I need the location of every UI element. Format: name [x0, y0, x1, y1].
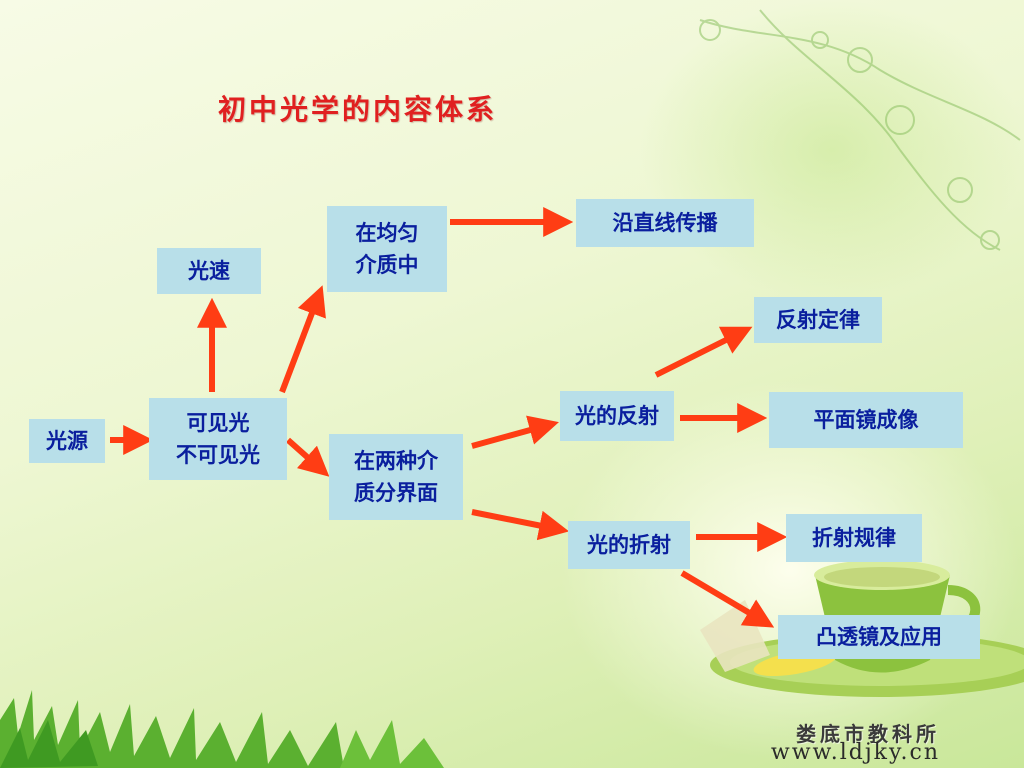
node-reflection: 光的反射	[560, 391, 674, 441]
arrow-refraction-to-lens	[680, 570, 775, 628]
node-label: 不可见光	[176, 442, 260, 467]
arrow-visible-to-interface	[286, 437, 330, 477]
flower-decoration	[699, 9, 1021, 251]
node-label: 平面镜成像	[813, 407, 919, 432]
node-label: 沿直线传播	[612, 210, 718, 235]
node-light-source: 光源	[29, 419, 105, 463]
node-label: 光速	[188, 258, 230, 283]
arrow-interface-to-refraction	[471, 509, 570, 541]
grass-decoration	[0, 690, 444, 768]
node-label: 折射规律	[812, 525, 896, 550]
node-refraction: 光的折射	[568, 521, 690, 569]
node-convex-lens: 凸透镜及应用	[778, 615, 980, 659]
node-label: 在均匀	[355, 220, 419, 245]
node-refraction-law: 折射规律	[786, 514, 922, 562]
node-label: 介质中	[355, 252, 419, 277]
node-label: 可见光	[186, 410, 250, 435]
arrow-reflection-to-law	[654, 326, 753, 378]
node-label: 光源	[46, 428, 88, 453]
node-label: 反射定律	[776, 307, 860, 332]
node-label: 光的折射	[587, 532, 671, 557]
node-label: 凸透镜及应用	[816, 624, 942, 649]
node-visible-light: 可见光 不可见光	[149, 398, 287, 480]
node-straight-line: 沿直线传播	[576, 199, 754, 247]
page-title: 初中光学的内容体系	[218, 93, 498, 126]
arrow-visible-to-uniform	[279, 285, 326, 394]
node-light-speed: 光速	[157, 248, 261, 294]
node-label: 在两种介	[354, 448, 438, 473]
node-label: 光的反射	[575, 403, 659, 428]
watermark-text: 娄底市教科所	[796, 722, 940, 746]
node-reflection-law: 反射定律	[754, 297, 882, 343]
node-uniform-medium: 在均匀 介质中	[327, 206, 447, 292]
node-interface: 在两种介 质分界面	[329, 434, 463, 520]
arrow-interface-to-reflection	[471, 415, 559, 449]
watermark-url: www.ldjky.cn	[770, 740, 940, 765]
node-plane-mirror: 平面镜成像	[769, 392, 963, 448]
node-label: 质分界面	[354, 480, 438, 505]
